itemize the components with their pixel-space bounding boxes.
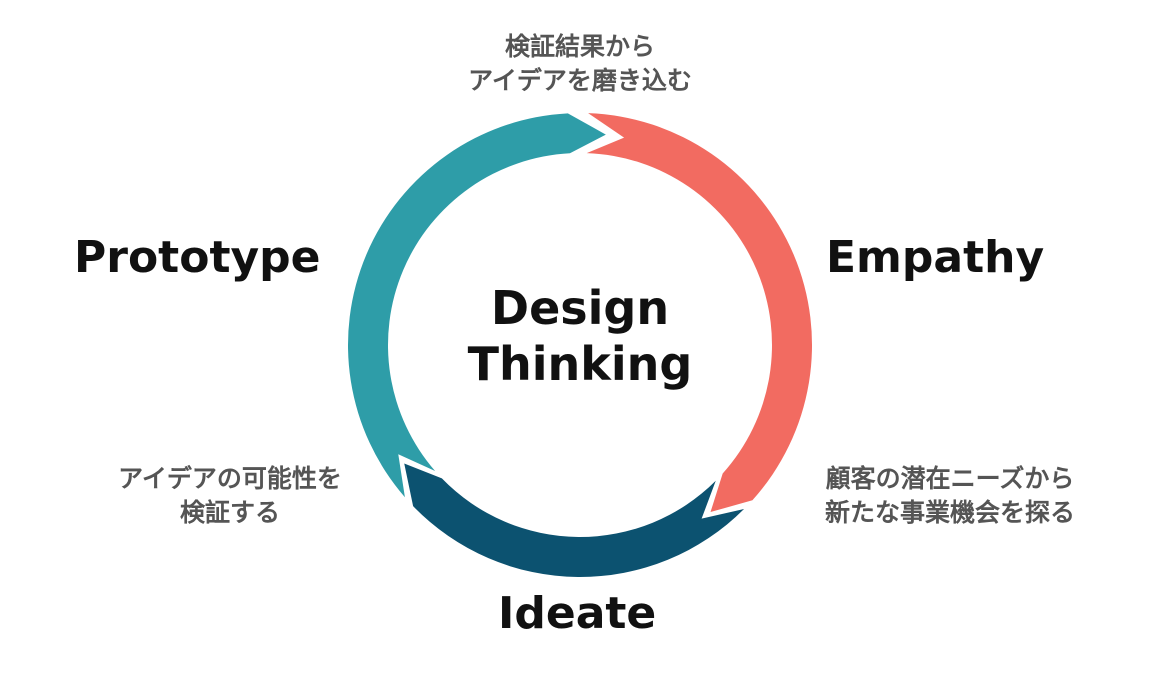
prototype-description-line-1: アイデアの可能性を: [118, 464, 342, 493]
ideate-arc-segment: [404, 463, 745, 578]
empathy-arc-segment: [586, 113, 813, 513]
top-note: 検証結果から アイデアを磨き込む: [420, 30, 740, 98]
stage-label-empathy: Empathy: [826, 232, 1045, 283]
empathy-description: 顧客の潜在ニーズから 新たな事業機会を探る: [800, 462, 1100, 530]
center-title: Design Thinking: [430, 280, 730, 392]
center-title-line-2: Thinking: [467, 337, 693, 391]
empathy-description-line-2: 新たな事業機会を探る: [824, 498, 1075, 527]
prototype-arc-segment: [348, 113, 606, 498]
center-title-line-1: Design: [490, 281, 670, 335]
prototype-description: アイデアの可能性を 検証する: [90, 462, 370, 530]
stage-label-prototype: Prototype: [74, 232, 321, 283]
stage-label-ideate: Ideate: [498, 588, 657, 639]
top-note-line-2: アイデアを磨き込む: [468, 66, 692, 95]
top-note-line-1: 検証結果から: [504, 32, 655, 61]
prototype-description-line-2: 検証する: [179, 498, 280, 527]
empathy-description-line-1: 顧客の潜在ニーズから: [825, 464, 1075, 493]
